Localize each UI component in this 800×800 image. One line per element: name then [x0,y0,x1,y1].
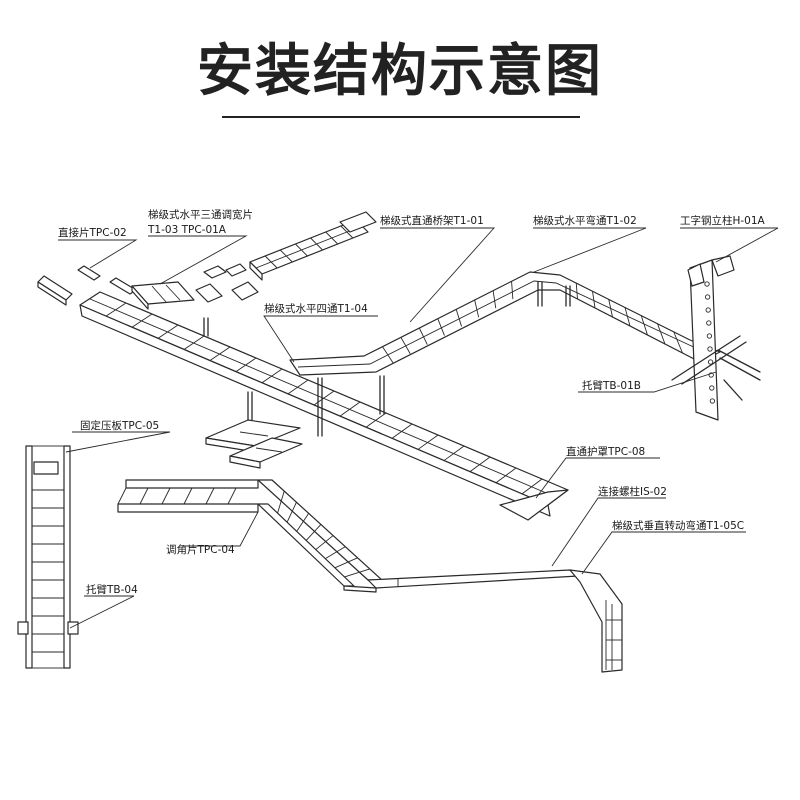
tray-rung [391,423,413,439]
tray-rung [205,487,215,505]
column-hole [709,385,715,391]
leader-lines [58,227,779,629]
tray-rung [575,283,578,300]
column-hole [709,398,716,404]
lower-tray-vertical-bend [117,479,623,673]
tray-rung [305,524,322,541]
tray-rung [492,290,497,309]
label-connecting-bolt: 连接螺柱IS-02 [598,485,667,498]
tray-rung [657,323,666,345]
tray-rung [455,309,462,327]
tray-rung [287,379,309,395]
tray-rung [417,434,439,450]
straight-cover-plate [499,489,569,521]
straight-ladder-tray [79,291,569,517]
tray-rung [310,237,323,251]
upper-tray-segment [249,211,377,281]
tray-rung [474,299,480,318]
tray-rung [608,299,613,318]
label-steel-column: 工字钢立柱H-01A [680,214,766,227]
tray-rung [286,502,297,523]
tray-rung [418,327,428,345]
tray-rung [209,346,231,361]
tray-rung [673,331,683,354]
tray-rung [277,490,285,514]
tray-rung [339,401,361,417]
tray-rung [325,231,339,245]
vertical-ladder-tray [17,445,79,669]
tray-rung [521,478,543,495]
tray-rung [511,281,514,300]
column-hole [704,294,711,300]
tray-rung [382,346,394,364]
tray-rung [495,467,517,484]
tray-rung [131,313,153,328]
label-horizontal-cross: 梯级式水平四通T1-04 [264,302,368,315]
label-horizontal-tee-line2: T1-03 TPC-01A [147,224,227,236]
tray-rung [105,302,127,317]
tray-rung [296,513,310,532]
column-hole [705,307,711,313]
tray-rung [227,487,237,505]
tray-rung [469,456,491,473]
tray-rung [334,557,358,569]
label-horizontal-tee-line1: 梯级式水平三通调宽片 [148,208,253,221]
column-hole [704,281,710,287]
label-vertical-rotating-bend: 梯级式垂直转动弯通T1-05C [612,519,744,532]
tray-rung [157,324,179,339]
column-hole [706,333,713,339]
column-hole [707,346,713,352]
label-fixing-plate: 固定压板TPC-05 [80,419,159,432]
label-straight-cover: 直通护罩TPC-08 [566,445,645,458]
tray-rung [437,318,445,336]
tray-rung [400,337,411,354]
column-hole [707,359,714,365]
tray-rung [640,315,648,336]
label-connector-plate: 直接片TPC-02 [58,226,127,239]
tray-rung [264,255,278,269]
tray-rung [235,357,257,373]
tray-rung [315,535,334,550]
tray-rung [344,568,370,578]
tray-rung [325,546,346,560]
tray-rung [443,445,465,461]
label-bracket-arm-04: 托臂TB-04 [86,583,138,596]
tray-rung [279,249,293,263]
tray-rung [183,335,205,350]
label-bracket-arm-01b: 托臂TB-01B [582,379,641,392]
label-horizontal-bend: 梯级式水平弯通T1-02 [533,214,637,227]
tray-rung [592,291,596,309]
tray-rung [340,225,354,239]
connector-plate-pieces [37,265,137,306]
tray-rung [161,487,171,505]
tray-rung [313,390,335,406]
tray-rung [183,487,193,505]
steel-column [671,255,761,421]
diagram-labels: 直接片TPC-02 梯级式水平三通调宽片 T1-03 TPC-01A 梯级式直通… [58,208,766,596]
tray-rung [365,412,387,428]
label-angle-plate: 调角片TPC-04 [166,543,235,556]
page-title: 安装结构示意图 [197,39,603,104]
tray-rung [624,307,631,327]
title-underline [222,116,580,118]
label-straight-tray: 梯级式直通桥架T1-01 [380,214,484,227]
tray-rung [261,368,283,384]
tray-rung [139,487,149,505]
column-hole [708,372,714,378]
horizontal-tee-piece [131,263,259,310]
tray-rung [295,243,308,257]
horizontal-cross-and-bend [203,271,721,469]
column-hole [706,320,712,326]
